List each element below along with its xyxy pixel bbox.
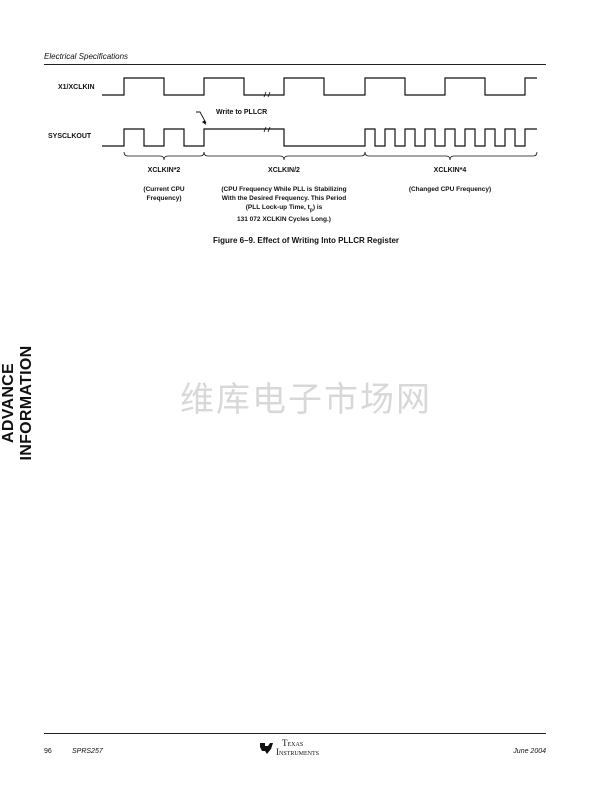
page-number: 96 (44, 748, 52, 755)
x1-waveform (102, 77, 537, 96)
sysclkout-waveform (102, 128, 537, 147)
period-label-1: XCLKIN*2 (147, 167, 181, 174)
brace-2 (203, 151, 366, 161)
period-label-3: XCLKIN*4 (433, 167, 467, 174)
period-desc-3: (Changed CPU Frequency) (408, 186, 492, 193)
signal-label-sysclkout: SYSCLKOUT (48, 133, 92, 140)
header-rule (44, 64, 546, 65)
footer-rule (44, 733, 546, 734)
figure-caption: Figure 6–9. Effect of Writing Into PLLCR… (212, 236, 400, 245)
brace-1 (123, 151, 205, 161)
write-annotation: Write to PLLCR (216, 109, 268, 116)
brace-3 (364, 151, 538, 161)
period-label-2: XCLKIN/2 (268, 167, 300, 174)
write-arrow (196, 111, 207, 125)
signal-label-x1: X1/XCLKIN (58, 84, 95, 91)
doc-number: SPRS257 (72, 748, 103, 755)
section-header: Electrical Specifications (44, 52, 129, 61)
break-mark-x1 (263, 91, 271, 98)
timing-diagram (102, 77, 538, 161)
watermark: 维库电子市场网 (180, 380, 432, 420)
ti-logo: Texas Instruments (258, 739, 319, 757)
break-mark-sysclk (263, 126, 271, 133)
ti-logo-icon (260, 743, 273, 754)
date: June 2004 (513, 748, 546, 755)
